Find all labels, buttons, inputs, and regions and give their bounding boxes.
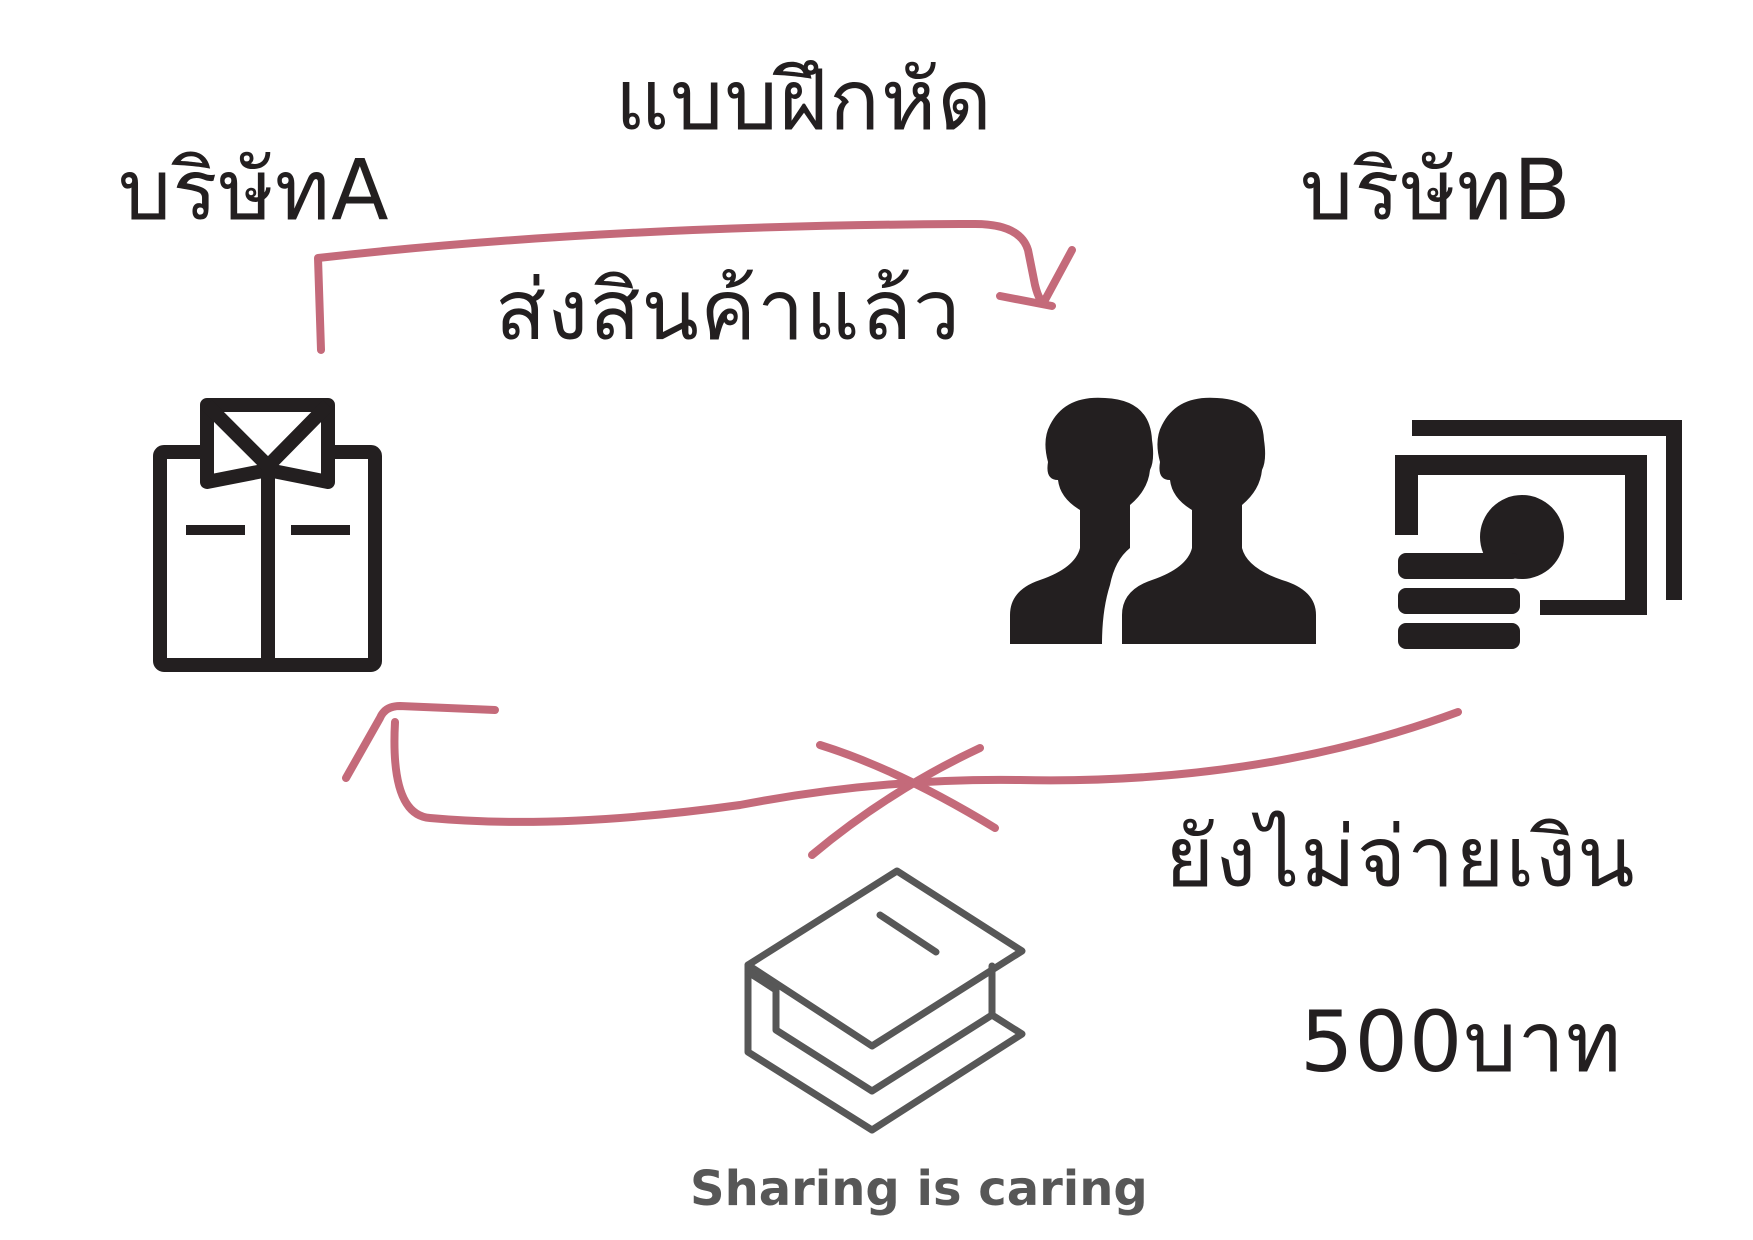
company-b-label: บริษัทB xyxy=(1300,141,1572,239)
amount-label: 500บาท xyxy=(1300,993,1623,1091)
company-a-label: บริษัทA xyxy=(118,141,390,239)
payment-arrow xyxy=(342,702,1462,826)
uniform-shirt-icon xyxy=(153,398,382,672)
book-stack-icon xyxy=(744,867,1026,1134)
people-icon xyxy=(1010,397,1316,644)
logo-text: Sharing is caring xyxy=(690,1161,1148,1217)
payment-arrow-label: ยังไม่จ่ายเงิน xyxy=(1165,808,1636,906)
page-title: แบบฝึกหัด xyxy=(615,51,993,149)
delivery-arrow-label: ส่งสินค้าแล้ว xyxy=(495,261,962,359)
money-icon xyxy=(1395,420,1682,649)
delivery-arrow xyxy=(314,220,1076,354)
cross-mark xyxy=(808,741,999,859)
